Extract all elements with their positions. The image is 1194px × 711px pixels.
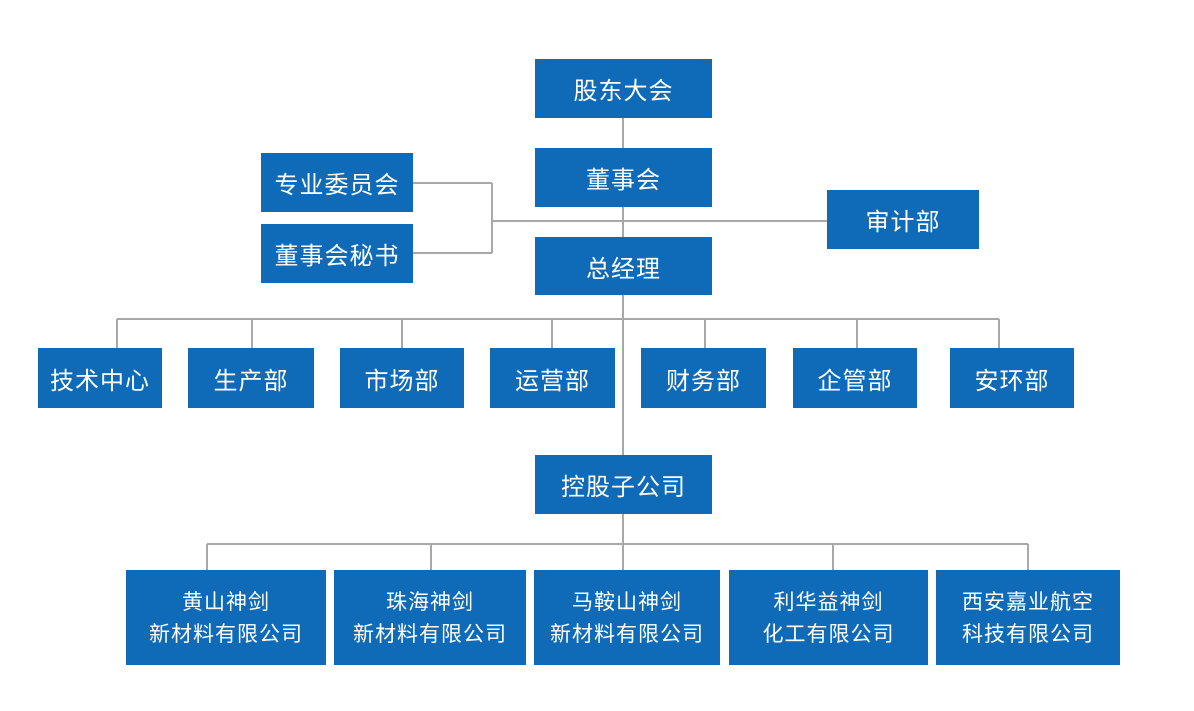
node-label: 市场部 [364,366,440,395]
node-label: 董事会 [586,166,661,194]
subsidiary-name: 西安嘉业航空 [962,589,1094,614]
subsidiary-name: 珠海神剑 [386,589,474,614]
subsidiary-name: 利华益神剑 [773,589,884,614]
node-subsidiary: 西安嘉业航空 科技有限公司 [936,570,1120,665]
node-board-of-directors: 董事会 [535,148,712,207]
subsidiary-name: 马鞍山神剑 [572,589,682,614]
node-department: 企管部 [793,348,917,408]
node-label: 企管部 [817,366,893,395]
node-label: 安环部 [974,366,1050,395]
subsidiary-type: 新材料有限公司 [353,621,507,646]
node-special-committees: 专业委员会 [261,153,413,212]
node-department: 安环部 [950,348,1074,408]
node-label: 财务部 [666,366,741,395]
node-general-manager: 总经理 [535,237,712,295]
node-department: 市场部 [340,348,464,408]
node-label: 运营部 [515,366,590,395]
node-department: 财务部 [641,348,766,408]
subsidiary-type: 化工有限公司 [762,621,895,646]
node-label: 技术中心 [50,366,150,395]
node-label: 控股子公司 [561,473,686,501]
node-subsidiary: 马鞍山神剑 新材料有限公司 [534,570,720,665]
node-label: 董事会秘书 [274,242,400,270]
subsidiary-name: 黄山神剑 [182,589,270,614]
node-subsidiary: 利华益神剑 化工有限公司 [729,570,928,665]
node-subsidiary: 珠海神剑 新材料有限公司 [334,570,526,665]
node-label: 生产部 [213,366,289,395]
node-label: 总经理 [586,254,661,283]
node-label: 审计部 [865,208,941,236]
node-label: 股东大会 [573,77,674,105]
subsidiary-type: 新材料有限公司 [149,621,303,646]
node-department: 生产部 [188,348,314,408]
subsidiary-type: 科技有限公司 [962,621,1094,646]
subsidiary-type: 新材料有限公司 [550,621,704,646]
node-holding-subsidiaries: 控股子公司 [535,455,712,514]
node-audit-department: 审计部 [827,190,979,249]
node-shareholders-meeting: 股东大会 [535,59,712,118]
node-department: 技术中心 [38,348,162,408]
node-board-secretary: 董事会秘书 [261,224,413,283]
node-label: 专业委员会 [274,171,400,199]
node-department: 运营部 [490,348,615,408]
node-subsidiary: 黄山神剑 新材料有限公司 [126,570,326,665]
